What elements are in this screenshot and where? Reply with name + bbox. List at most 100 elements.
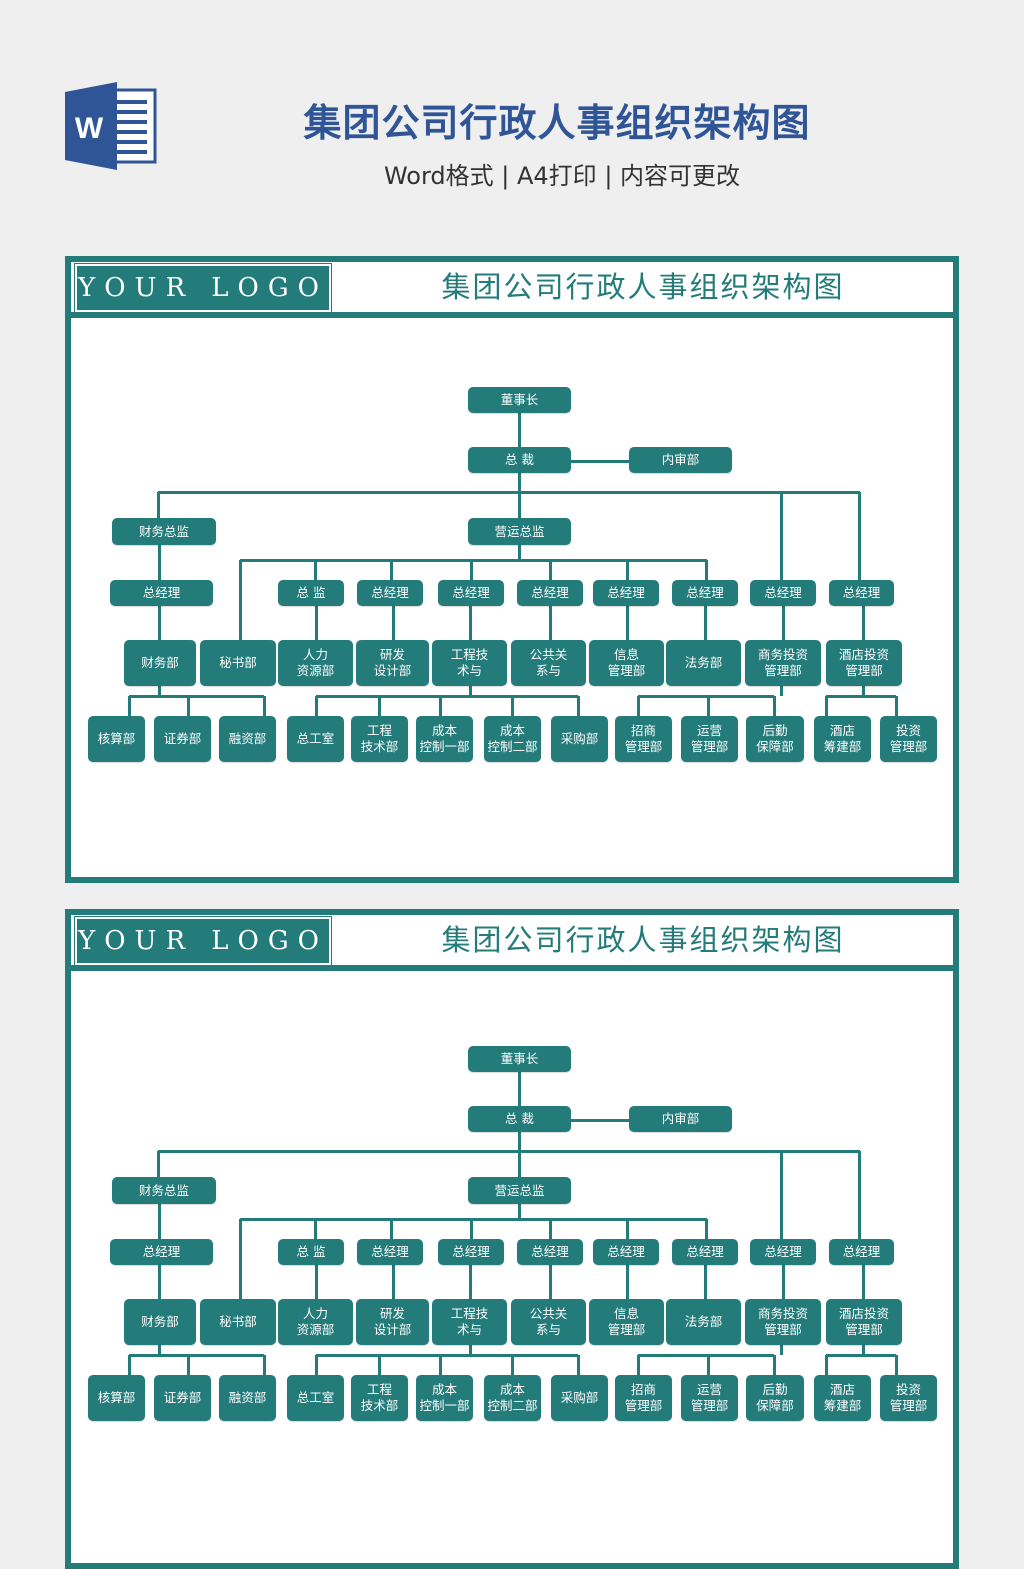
node-manager: 总经理: [829, 1239, 894, 1265]
connector-line: [895, 696, 898, 716]
connector-line: [316, 695, 578, 698]
connector-line: [157, 1151, 160, 1177]
node-manager: 总经理: [593, 580, 659, 606]
connector-line: [128, 1355, 131, 1375]
node-sub-department: 成本 控制二部: [484, 1375, 541, 1421]
org-chart-card-1: YOUR LOGO 集团公司行政人事组织架构图 董事长总 裁内审部财务总监营运总…: [65, 256, 959, 883]
node-manager: 总经理: [357, 580, 423, 606]
connector-line: [577, 696, 580, 716]
connector-line: [626, 1265, 629, 1299]
node-manager: 总经理: [357, 1239, 423, 1265]
connector-line: [316, 1354, 578, 1357]
node-manager: 总经理: [672, 1239, 738, 1265]
node-manager: 总经理: [110, 580, 213, 606]
connector-line: [511, 696, 514, 716]
connector-line: [704, 1265, 707, 1299]
node-manager: 总经理: [750, 580, 816, 606]
node-sub-department: 招商 管理部: [615, 1375, 672, 1421]
connector-line: [263, 1355, 266, 1375]
connector-line: [158, 1150, 860, 1153]
connector-line: [858, 492, 861, 580]
connector-line: [707, 1355, 710, 1375]
org-chart: 董事长总 裁内审部财务总监营运总监总经理总 监总经理总经理总经理总经理总经理总经…: [71, 977, 953, 1537]
connector-line: [782, 606, 785, 640]
node-sub-department: 后勤 保障部: [746, 716, 804, 762]
node-department: 工程技 术与: [432, 1299, 507, 1345]
node-sub-department: 融资部: [219, 1375, 276, 1421]
node-department: 商务投资 管理部: [745, 640, 821, 686]
node-sub-department: 核算部: [88, 716, 145, 762]
connector-line: [469, 686, 472, 696]
connector-line: [187, 1355, 190, 1375]
connector-line: [549, 606, 552, 640]
card-header: YOUR LOGO 集团公司行政人事组织架构图: [71, 262, 953, 313]
node-manager: 总经理: [593, 1239, 659, 1265]
node-manager: 总经理: [517, 1239, 583, 1265]
connector-line: [469, 1265, 472, 1299]
node-manager: 总经理: [517, 580, 583, 606]
connector-line: [315, 1355, 318, 1375]
connector-line: [158, 1204, 161, 1239]
connector-line: [782, 1265, 785, 1299]
connector-line: [315, 696, 318, 716]
node-sub-department: 后勤 保障部: [746, 1375, 804, 1421]
connector-line: [862, 686, 865, 696]
logo-placeholder: YOUR LOGO: [78, 926, 328, 956]
connector-line: [571, 1119, 629, 1122]
connector-line: [263, 696, 266, 716]
connector-line: [378, 696, 381, 716]
connector-line: [129, 1354, 264, 1357]
node-manager: 总 监: [278, 1239, 344, 1265]
connector-line: [626, 1219, 629, 1239]
node-department: 信息 管理部: [589, 1299, 664, 1345]
connector-line: [707, 696, 710, 716]
node-department: 人力 资源部: [278, 640, 353, 686]
connector-line: [158, 686, 161, 696]
node-sub-department: 酒店 筹建部: [814, 1375, 871, 1421]
connector-line: [315, 1265, 318, 1299]
node-president: 总 裁: [468, 447, 571, 473]
connector-line: [780, 492, 783, 580]
chart-area: 董事长总 裁内审部财务总监营运总监总经理总 监总经理总经理总经理总经理总经理总经…: [71, 318, 953, 877]
connector-line: [314, 1219, 317, 1239]
connector-line: [773, 696, 776, 716]
connector-line: [862, 1265, 865, 1299]
node-finance-director: 财务总监: [112, 518, 216, 545]
node-department: 秘书部: [200, 1299, 276, 1345]
connector-line: [128, 696, 131, 716]
connector-line: [239, 560, 242, 640]
connector-line: [390, 1219, 393, 1239]
connector-line: [549, 1219, 552, 1239]
node-sub-department: 招商 管理部: [615, 716, 672, 762]
node-manager: 总经理: [672, 580, 738, 606]
node-sub-department: 核算部: [88, 1375, 145, 1421]
logo-box: YOUR LOGO: [74, 916, 332, 966]
node-sub-department: 酒店 筹建部: [814, 716, 871, 762]
connector-line: [518, 1204, 521, 1219]
node-sub-department: 总工室: [287, 1375, 344, 1421]
node-sub-department: 采购部: [551, 716, 608, 762]
word-icon: W: [65, 82, 157, 170]
org-chart-card-2: YOUR LOGO 集团公司行政人事组织架构图 董事长总 裁内审部财务总监营运总…: [65, 909, 959, 1569]
node-sub-department: 融资部: [219, 716, 276, 762]
connector-line: [158, 606, 161, 640]
node-department: 酒店投资 管理部: [826, 640, 902, 686]
connector-line: [187, 696, 190, 716]
connector-line: [392, 1265, 395, 1299]
connector-line: [129, 695, 264, 698]
connector-line: [704, 606, 707, 640]
connector-line: [895, 1355, 898, 1375]
node-sub-department: 证券部: [154, 716, 211, 762]
node-manager: 总经理: [110, 1239, 213, 1265]
card-title: 集团公司行政人事组织架构图: [441, 923, 845, 957]
node-sub-department: 投资 管理部: [880, 716, 937, 762]
card-header: YOUR LOGO 集团公司行政人事组织架构图: [71, 915, 953, 966]
node-department: 公共关 系与: [511, 1299, 586, 1345]
connector-line: [239, 1219, 242, 1299]
logo-box: YOUR LOGO: [74, 263, 332, 313]
node-department: 酒店投资 管理部: [826, 1299, 902, 1345]
logo-placeholder: YOUR LOGO: [78, 273, 328, 303]
node-sub-department: 运营 管理部: [681, 1375, 738, 1421]
node-manager: 总经理: [438, 580, 504, 606]
connector-line: [158, 1265, 161, 1299]
